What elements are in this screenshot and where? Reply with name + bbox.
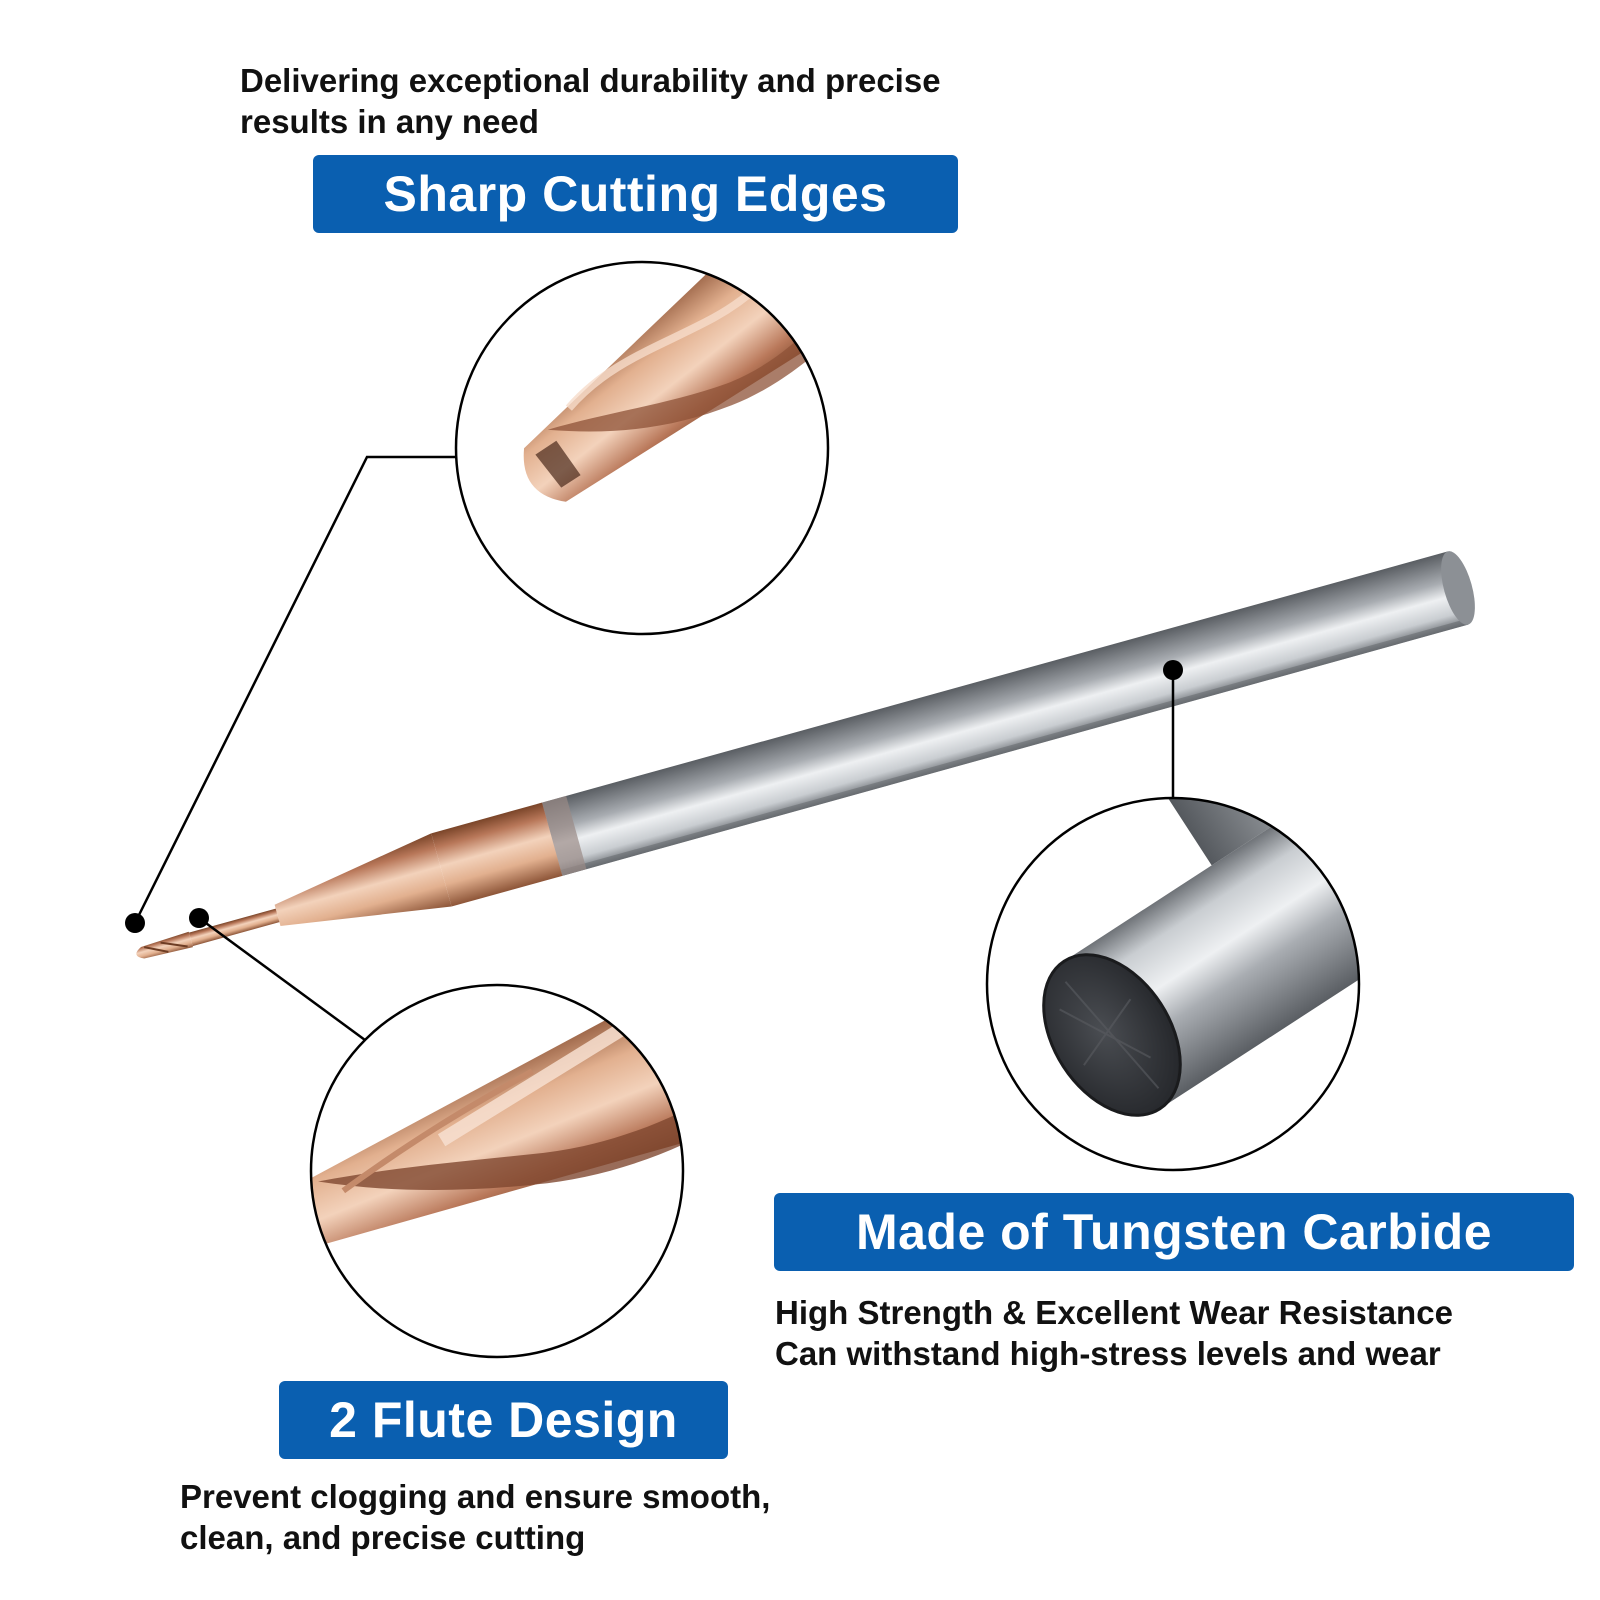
leader-dot-flute [189, 908, 209, 928]
sharp-edges-description: Delivering exceptional durability and pr… [240, 60, 941, 142]
tungsten-carbide-badge: Made of Tungsten Carbide [774, 1193, 1574, 1271]
sharp-edges-badge: Sharp Cutting Edges [313, 155, 958, 233]
leader-line-tip [133, 455, 456, 924]
sharp-edges-description-line-1: Delivering exceptional durability and pr… [240, 62, 941, 99]
tungsten-carbide-description-line-1: High Strength & Excellent Wear Resistanc… [775, 1294, 1453, 1331]
two-flute-description-line-1: Prevent clogging and ensure smooth, [180, 1478, 771, 1515]
end-mill-tip-zoom-icon [454, 260, 830, 636]
end-mill-flute-zoom-icon [309, 983, 685, 1359]
two-flute-description-line-2: clean, and precise cutting [180, 1519, 586, 1556]
leader-dots [125, 660, 1183, 933]
tungsten-carbide-description-line-2: Can withstand high-stress levels and wea… [775, 1335, 1441, 1372]
leader-lines [133, 455, 1175, 1042]
sharp-edges-description-line-2: results in any need [240, 103, 539, 140]
two-flute-badge: 2 Flute Design [279, 1381, 728, 1459]
end-mill-tool [136, 551, 1475, 959]
carbide-shank-end-zoom-icon [985, 796, 1361, 1172]
tungsten-carbide-description: High Strength & Excellent Wear Resistanc… [775, 1292, 1453, 1374]
leader-dot-shank [1163, 660, 1183, 680]
leader-dot-tip [125, 913, 145, 933]
two-flute-description: Prevent clogging and ensure smooth, clea… [180, 1476, 770, 1558]
leader-line-flute [198, 916, 366, 1042]
